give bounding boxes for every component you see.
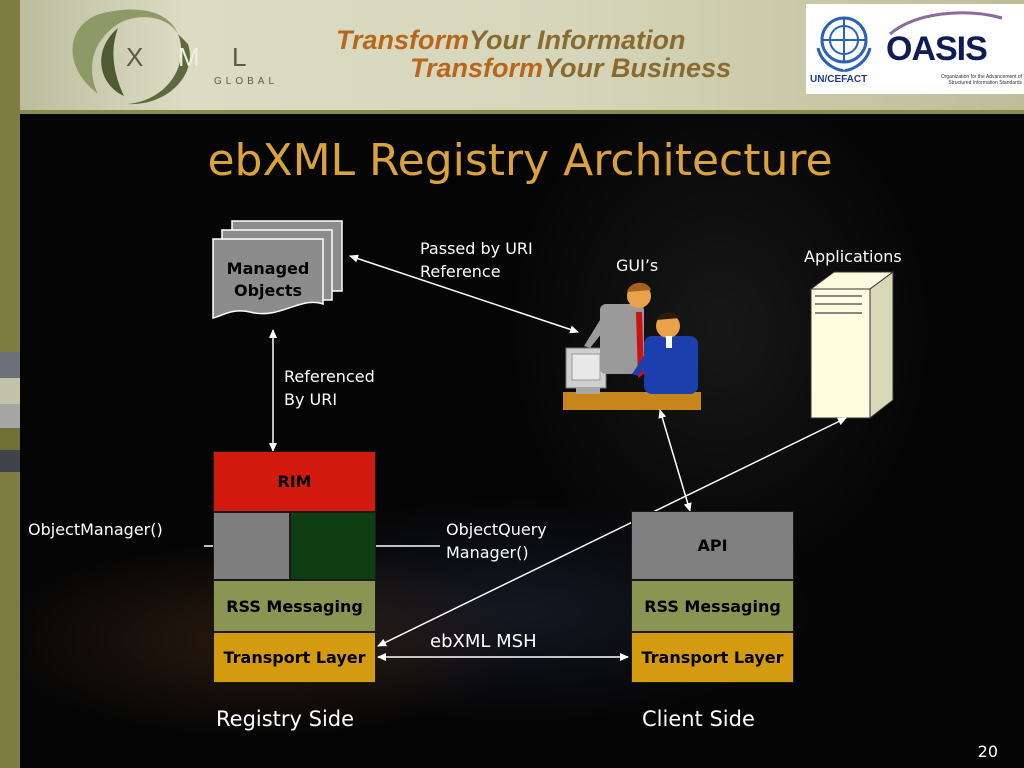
registry-rss-messaging-box: RSS Messaging (213, 580, 376, 632)
header-band: X M L GLOBAL TransformYour Information T… (0, 0, 1024, 110)
logo-letter-m: M (178, 42, 200, 72)
object-manager-label: ObjectManager() (28, 520, 163, 539)
client-rss-messaging-label: RSS Messaging (644, 596, 781, 616)
people-at-computer-icon (563, 282, 701, 410)
object-query-manager-line-1: ObjectQuery (446, 520, 547, 539)
referenced-by-uri-line-1: Referenced (284, 367, 375, 386)
document-stack-icon (212, 220, 343, 319)
header-divider (0, 110, 1024, 114)
tagline-rest-2: Your Business (543, 53, 732, 83)
oasis-subtitle: Organization for the Advancement of Stru… (940, 74, 1022, 86)
object-query-manager-label: ObjectQuery Manager() (446, 518, 547, 564)
registry-side-caption: Registry Side (216, 707, 355, 731)
server-tower-icon (809, 271, 895, 420)
passed-by-uri-line-2: Reference (420, 262, 501, 281)
rim-box: RIM (213, 451, 376, 512)
ebxml-msh-label: ebXML MSH (430, 631, 537, 652)
un-emblem-icon (816, 16, 872, 72)
managed-objects-label: Managed Objects (213, 258, 323, 302)
managed-objects-text: Managed Objects (226, 259, 310, 300)
un-cefact-label: UN/CEFACT (810, 74, 868, 85)
org-logos: UN/CEFACT OASIS Organization for the Adv… (806, 4, 1024, 94)
tagline-highlight-1: Transform (336, 25, 470, 55)
referenced-by-uri-line-2: By URI (284, 390, 338, 409)
referenced-by-uri-label: Referenced By URI (284, 365, 375, 411)
guis-label: GUI’s (616, 256, 659, 275)
tagline-highlight-2: Transform (410, 53, 544, 83)
rim-label: RIM (277, 472, 312, 491)
object-manager-box (213, 512, 290, 580)
accent-block (0, 378, 20, 404)
tagline-line-1: TransformYour Information (336, 26, 686, 54)
client-transport-layer-box: Transport Layer (631, 632, 794, 683)
api-box: API (631, 511, 794, 580)
oasis-swoosh-icon (889, 11, 1003, 36)
api-label: API (697, 536, 728, 555)
logo-letter-l: L (232, 42, 247, 72)
applications-label: Applications (804, 247, 902, 266)
logo-letter-x: X (126, 42, 144, 72)
accent-block (0, 428, 20, 450)
passed-by-uri-label: Passed by URI Reference (420, 237, 533, 283)
passed-by-uri-line-1: Passed by URI (420, 239, 533, 258)
xml-global-logo-icon (72, 9, 190, 105)
tagline-rest-1: Your Information (469, 25, 686, 55)
accent-block (0, 404, 20, 428)
arrow-apps-to-transport (377, 417, 847, 647)
logo-global-text: GLOBAL (214, 76, 279, 87)
client-rss-messaging-box: RSS Messaging (631, 580, 794, 632)
registry-transport-layer-label: Transport Layer (223, 648, 366, 667)
accent-block (0, 352, 20, 378)
registry-transport-layer-box: Transport Layer (213, 632, 376, 683)
tagline-line-2: TransformYour Business (410, 54, 731, 82)
page-number: 20 (977, 742, 998, 761)
object-query-manager-box (290, 512, 376, 580)
object-query-manager-line-2: Manager() (446, 543, 529, 562)
accent-block (0, 450, 20, 472)
arrow-uri-reference (349, 254, 579, 334)
registry-rss-messaging-label: RSS Messaging (226, 596, 363, 616)
oasis-label: OASIS (886, 30, 988, 68)
client-side-caption: Client Side (642, 707, 755, 731)
left-accent-bar (0, 0, 20, 768)
slide-title: ebXML Registry Architecture (207, 135, 833, 186)
client-transport-layer-label: Transport Layer (641, 648, 784, 667)
